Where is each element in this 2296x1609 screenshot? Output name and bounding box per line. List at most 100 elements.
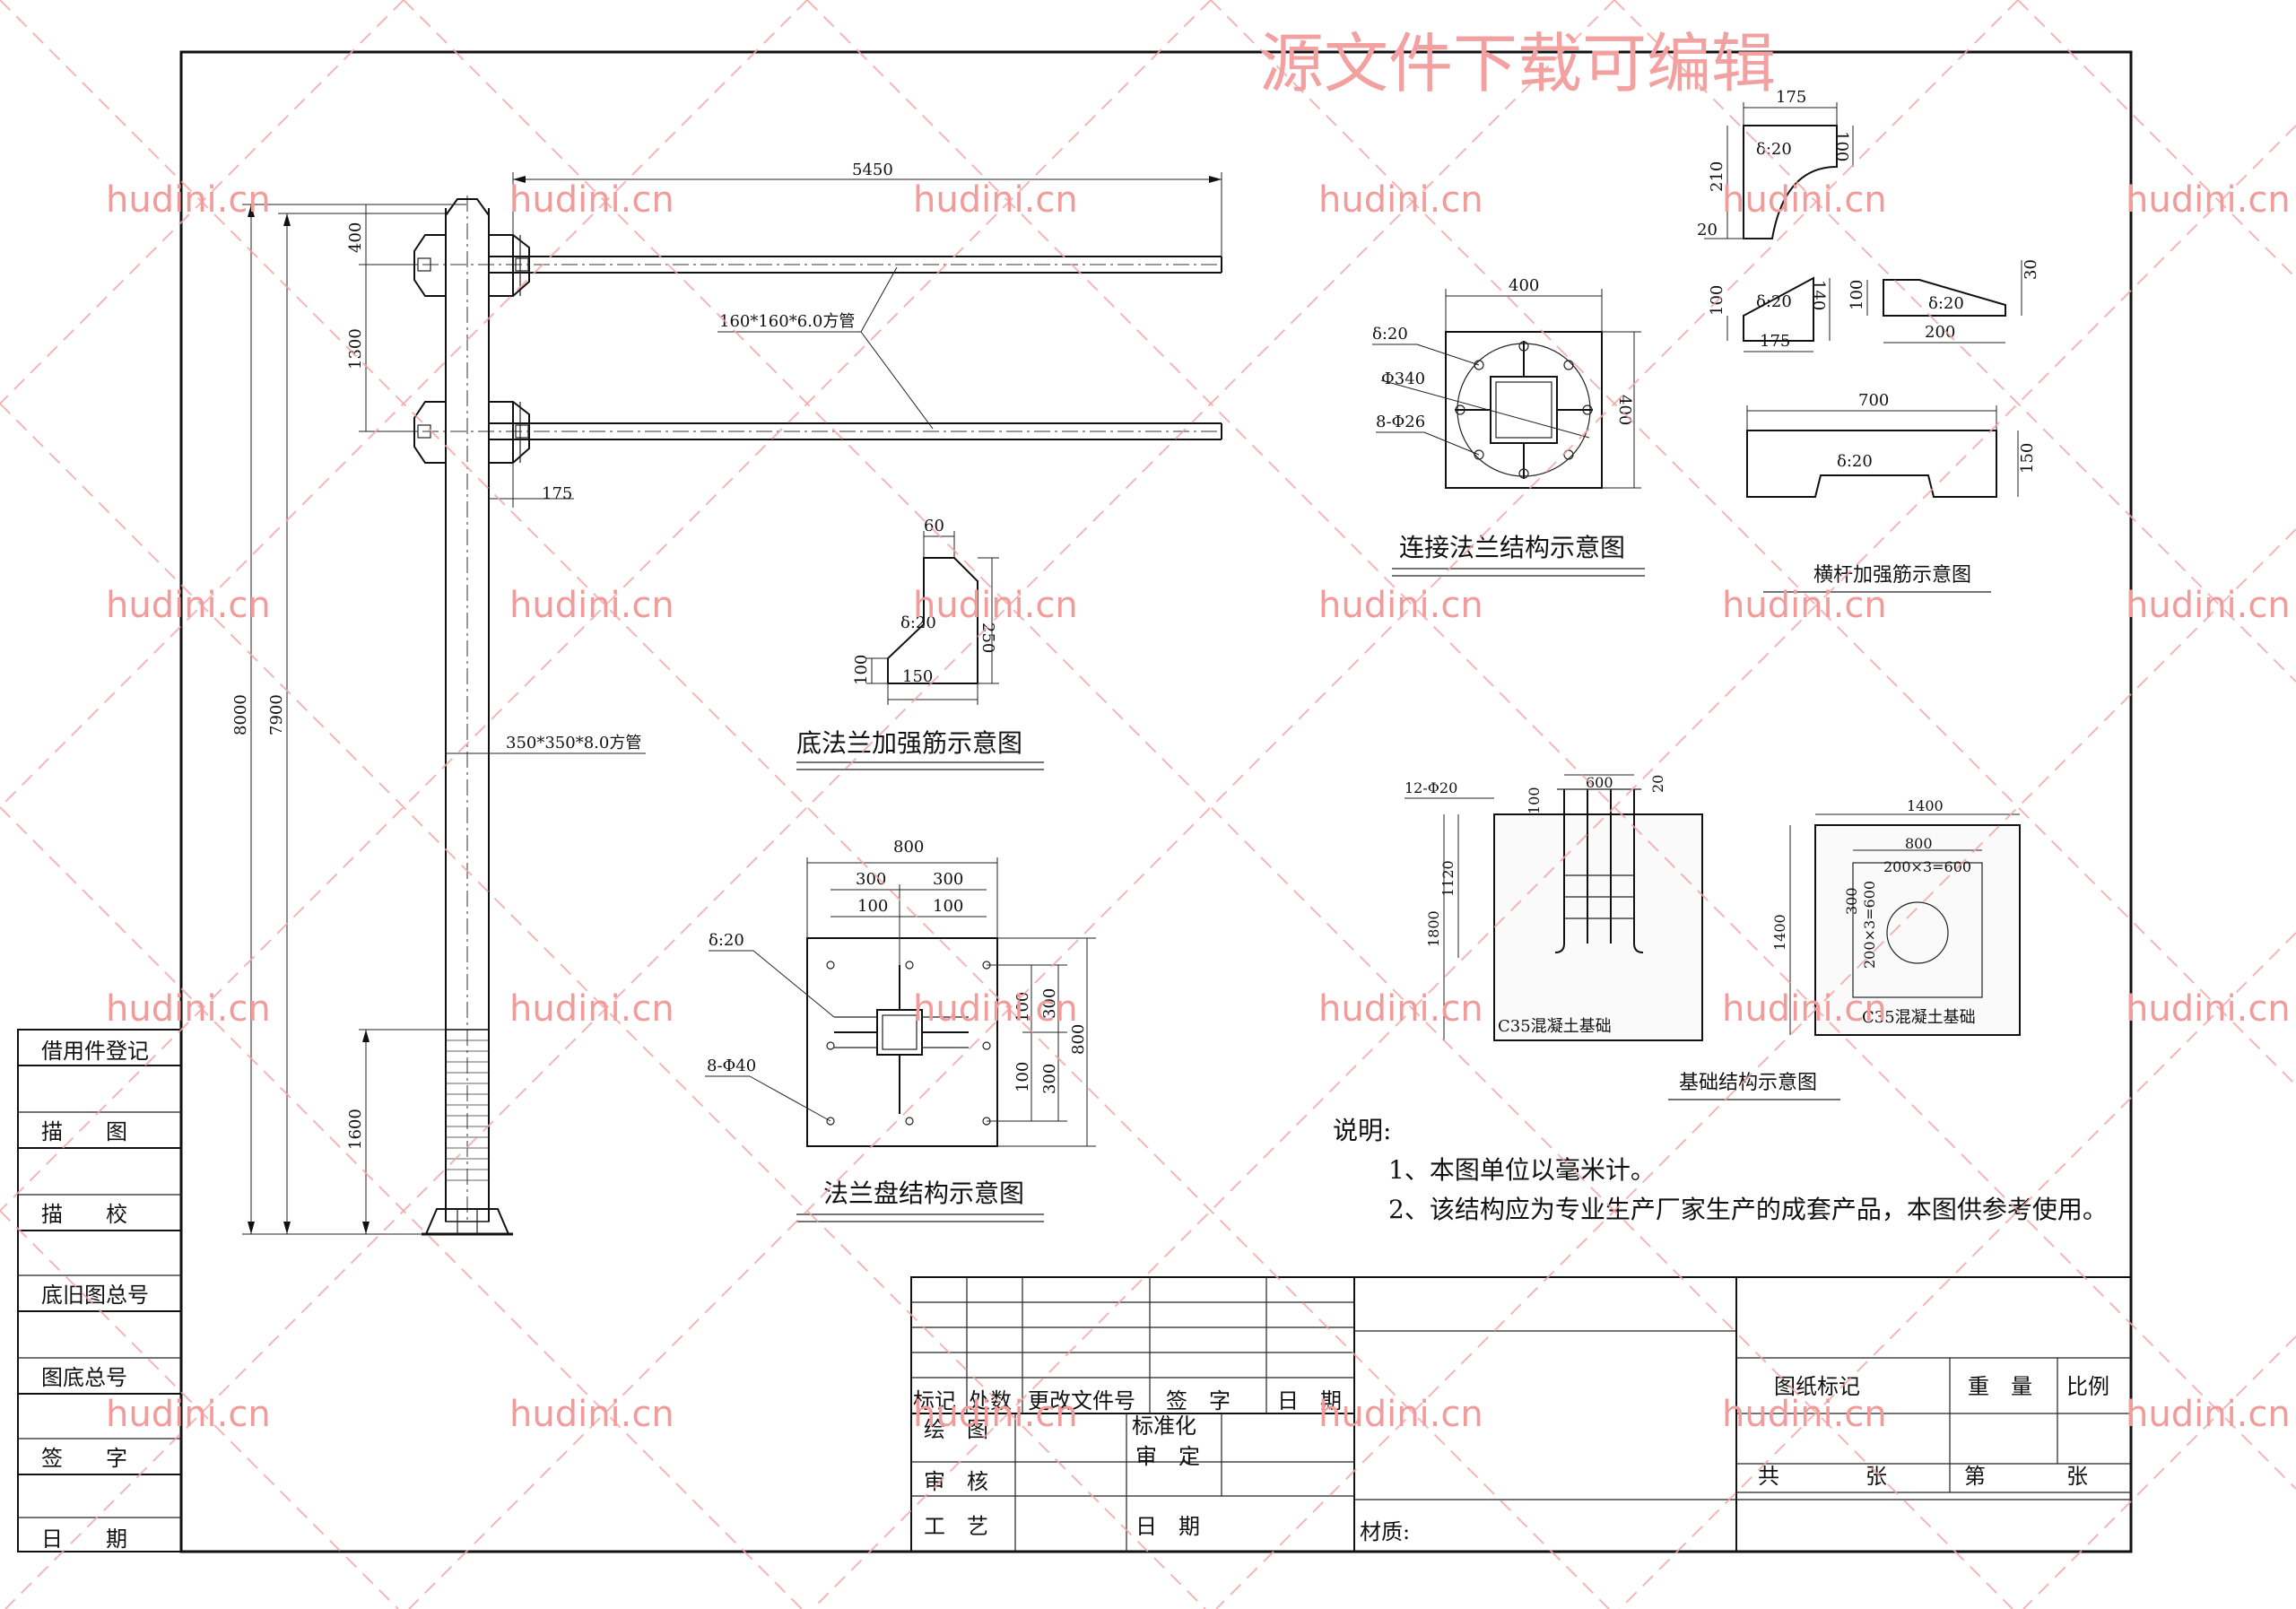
wm-17: hudini.cn <box>1722 988 1887 1030</box>
fp-dim-100b: 100 <box>933 897 963 916</box>
tb-drawing-mark: 图纸标记 <box>1774 1374 1860 1399</box>
tb-date2: 日 期 <box>1135 1514 1200 1539</box>
side-item-check: 描 校 <box>41 1202 127 1227</box>
wm-19: hudini.cn <box>106 1394 271 1435</box>
wm-20: hudini.cn <box>509 1394 674 1435</box>
tb-review: 审 核 <box>924 1469 988 1494</box>
side-item-old-no: 底旧图总号 <box>41 1283 149 1308</box>
bs-dim-side: 100 <box>852 655 871 685</box>
pole-spec: 350*350*8.0方管 <box>506 734 641 752</box>
fd-rebar: 12-Φ20 <box>1405 779 1457 796</box>
fp-dim-v300a: 300 <box>1040 988 1059 1019</box>
notes: 说明: 1、本图单位以毫米计。 2、该结构应为专业生产厂家生产的成套产品，本图供… <box>1333 1116 2108 1224</box>
fp-dim-300a: 300 <box>856 870 886 889</box>
wm-1: hudini.cn <box>106 179 271 221</box>
as-p3-left: 100 <box>1848 280 1866 310</box>
bs-title: 底法兰加强筋示意图 <box>796 728 1022 758</box>
fp-dim-100a: 100 <box>857 897 888 916</box>
dim-arm-offset: 175 <box>542 484 572 503</box>
tb-doc: 更改文件号 <box>1028 1388 1135 1413</box>
wm-10: hudini.cn <box>1318 585 1483 626</box>
flange-plate: 800 300 300 100 100 100 300 100 300 800 … <box>705 838 1096 1222</box>
fd-dim-inner: 200×3=600 <box>1883 858 1971 875</box>
wm-12: hudini.cn <box>2126 585 2291 626</box>
as-p1-left: 210 <box>1708 161 1726 192</box>
tb-date: 日 期 <box>1277 1388 1342 1413</box>
as-p4-width: 700 <box>1858 391 1889 410</box>
wm-18: hudini.cn <box>2126 988 2291 1030</box>
wm-2: hudini.cn <box>509 179 674 221</box>
cf-holes: 8-Φ26 <box>1376 413 1425 431</box>
side-item-borrow: 借用件登记 <box>41 1039 149 1064</box>
side-item-sign: 签 字 <box>41 1446 127 1471</box>
bs-thickness: δ:20 <box>900 613 936 632</box>
as-p2-thk: δ:20 <box>1756 292 1792 311</box>
bs-dim-bottom: 150 <box>902 667 933 686</box>
cf-diameter: Φ340 <box>1381 370 1425 388</box>
wm-9: hudini.cn <box>913 585 1078 626</box>
watermark-title: 源文件下载可编辑 <box>1259 26 1776 101</box>
wm-13: hudini.cn <box>106 988 271 1030</box>
wm-16: hudini.cn <box>1318 988 1483 1030</box>
fp-title: 法兰盘结构示意图 <box>823 1178 1024 1208</box>
fp-dim-v300b: 300 <box>1040 1064 1059 1094</box>
as-p1-right: 100 <box>1832 131 1851 161</box>
arm-stiffener: 175 210 100 20 δ:20 100 140 175 δ:20 100… <box>1697 88 2040 593</box>
wm-11: hudini.cn <box>1722 585 1887 626</box>
wm-24: hudini.cn <box>2126 1394 2291 1435</box>
tb-process: 工 艺 <box>924 1514 988 1539</box>
as-title: 横杆加强筋示意图 <box>1813 564 1971 587</box>
side-item-date: 日 期 <box>41 1526 127 1552</box>
connect-flange: 400 400 δ:20 Φ340 8-Φ26 连接法兰结构示意图 <box>1372 276 1645 577</box>
as-p1-bottom: 20 <box>1697 221 1718 239</box>
fd-dim-20: 20 <box>1649 775 1666 793</box>
base-stiffener: 60 250 100 150 δ:20 底法兰加强筋示意图 <box>796 517 1044 770</box>
tb-sheets: 张 <box>1866 1464 1887 1489</box>
fp-dim-v100a: 100 <box>1013 992 1032 1022</box>
tb-mark: 标记 <box>913 1388 956 1413</box>
title-block: 标记 处数 更改文件号 签 字 日 期 绘 图 标准化 审 核 审 定 工 艺 … <box>910 1276 2132 1552</box>
wm-3: hudini.cn <box>913 179 1078 221</box>
fp-dim-height: 800 <box>1069 1024 1088 1055</box>
wm-15: hudini.cn <box>913 988 1078 1030</box>
notes-heading: 说明: <box>1333 1116 1391 1145</box>
wm-21: hudini.cn <box>913 1394 1078 1435</box>
pole-elevation: 8000 7900 400 1300 1600 5450 175 <box>231 161 1222 1236</box>
side-block: 借用件登记 描 图 描 校 底旧图总号 图底总号 签 字 日 期 <box>17 1029 182 1552</box>
foundation: 600 20 100 12-Φ20 1120 1800 C35混凝土基础 140… <box>1405 774 2021 1100</box>
wm-4: hudini.cn <box>1318 179 1483 221</box>
wm-8: hudini.cn <box>509 585 674 626</box>
dim-arm-spacing: 1300 <box>346 328 365 370</box>
dim-base: 1600 <box>346 1109 365 1150</box>
tb-weight: 重 量 <box>1968 1374 2032 1399</box>
as-p1-top: 175 <box>1776 88 1806 107</box>
watermark-labels: 源文件下载可编辑 hudini.cn hudini.cn hudini.cn h… <box>106 26 2291 1435</box>
as-p4-height: 150 <box>2018 443 2037 474</box>
tb-standard: 标准化 <box>1132 1413 1196 1439</box>
fd-dim-800: 800 <box>1905 835 1933 852</box>
fp-dim-300b: 300 <box>933 870 963 889</box>
as-p2-right: 140 <box>1809 280 1828 310</box>
tb-material: 材质: <box>1360 1519 1410 1544</box>
as-p3-bottom: 200 <box>1925 323 1955 342</box>
fd-dim-1120: 1120 <box>1439 860 1457 897</box>
fd-right-label: C35混凝土基础 <box>1862 1008 1976 1027</box>
fd-dim-1800: 1800 <box>1425 910 1442 947</box>
fd-dim-1400v: 1400 <box>1771 914 1788 951</box>
wm-6: hudini.cn <box>2126 179 2291 221</box>
tb-scale: 比例 <box>2066 1374 2109 1399</box>
as-p3-thk: δ:20 <box>1928 294 1964 313</box>
fd-dim-inner-v: 200×3=600 <box>1861 881 1878 969</box>
fp-thickness: δ:20 <box>709 931 744 950</box>
fd-dim-1400: 1400 <box>1907 797 1944 814</box>
as-p2-bottom: 175 <box>1760 332 1790 351</box>
fd-dim-300: 300 <box>1843 887 1860 915</box>
as-p3-right: 30 <box>2022 259 2040 280</box>
wm-5: hudini.cn <box>1722 179 1887 221</box>
as-p4-thk: δ:20 <box>1837 452 1873 471</box>
dim-pole-height: 7900 <box>267 694 286 735</box>
cf-thickness: δ:20 <box>1372 325 1408 344</box>
fd-dim-600: 600 <box>1586 774 1613 791</box>
